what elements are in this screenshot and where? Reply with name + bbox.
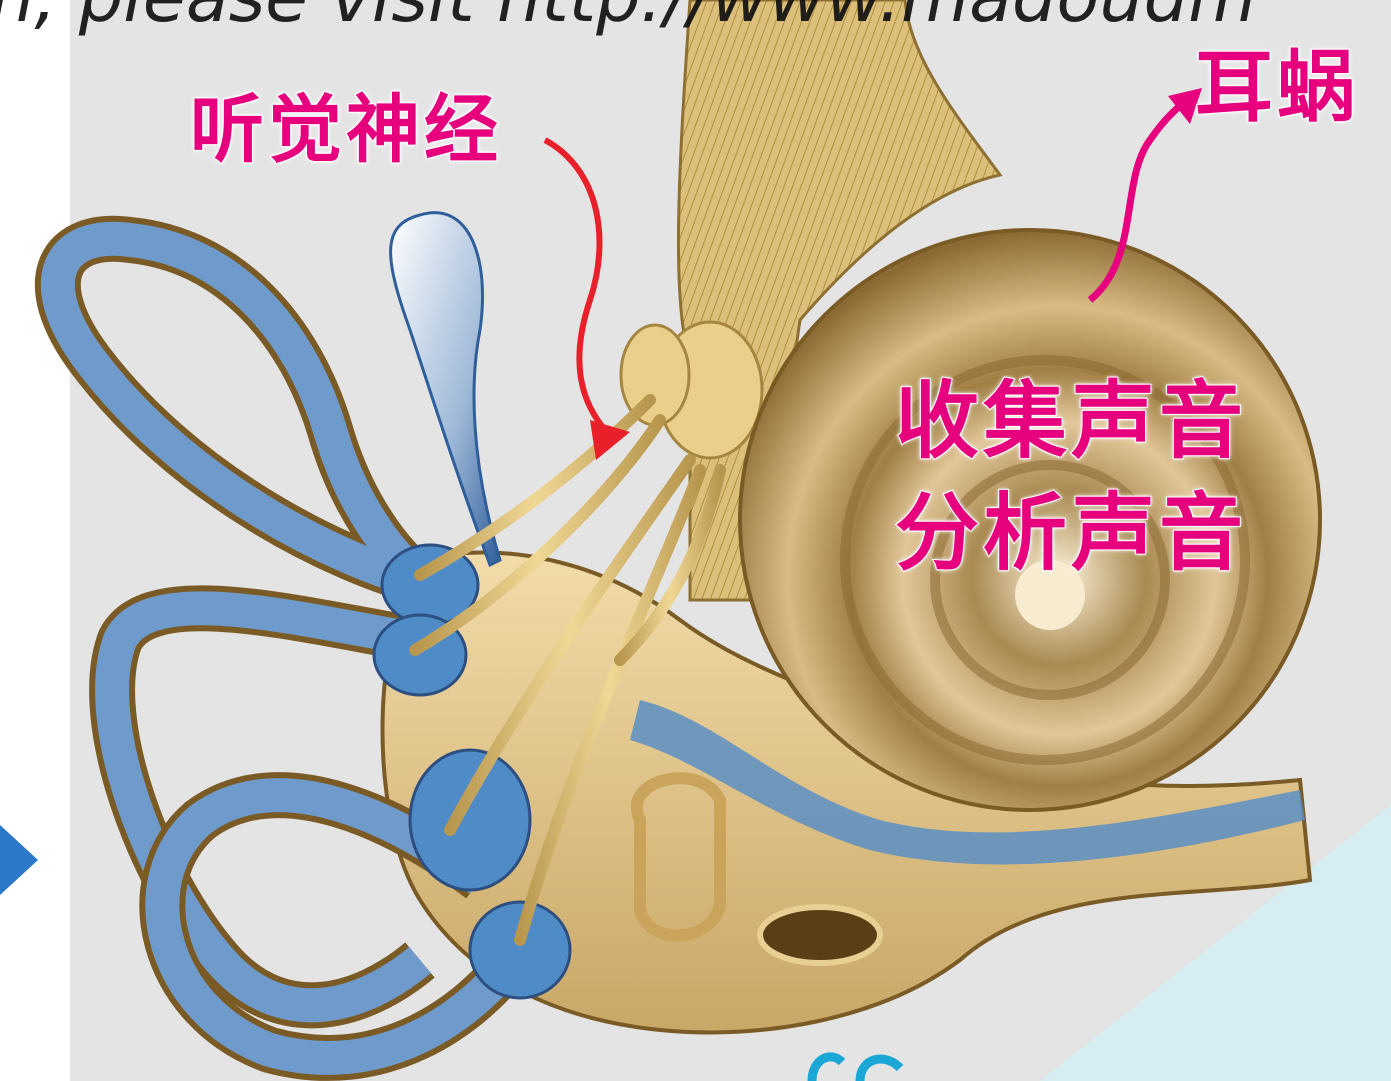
side-triangle-marker [0, 825, 38, 895]
nerve-ganglion [621, 325, 689, 425]
watermark-text: n, please visit http://www.madoudm [0, 0, 1256, 38]
ampulla [410, 750, 530, 890]
cochlea-function-line-1: 收集声音 [895, 365, 1247, 477]
cochlea-label: 耳蜗 [1195, 25, 1359, 137]
cochlea-function-line-2: 分析声音 [895, 477, 1247, 589]
auditory-nerve-label: 听觉神经 [190, 70, 502, 177]
ampulla [470, 902, 570, 998]
oval-window [760, 907, 880, 963]
cochlea-function-label: 收集声音 分析声音 [895, 365, 1247, 589]
